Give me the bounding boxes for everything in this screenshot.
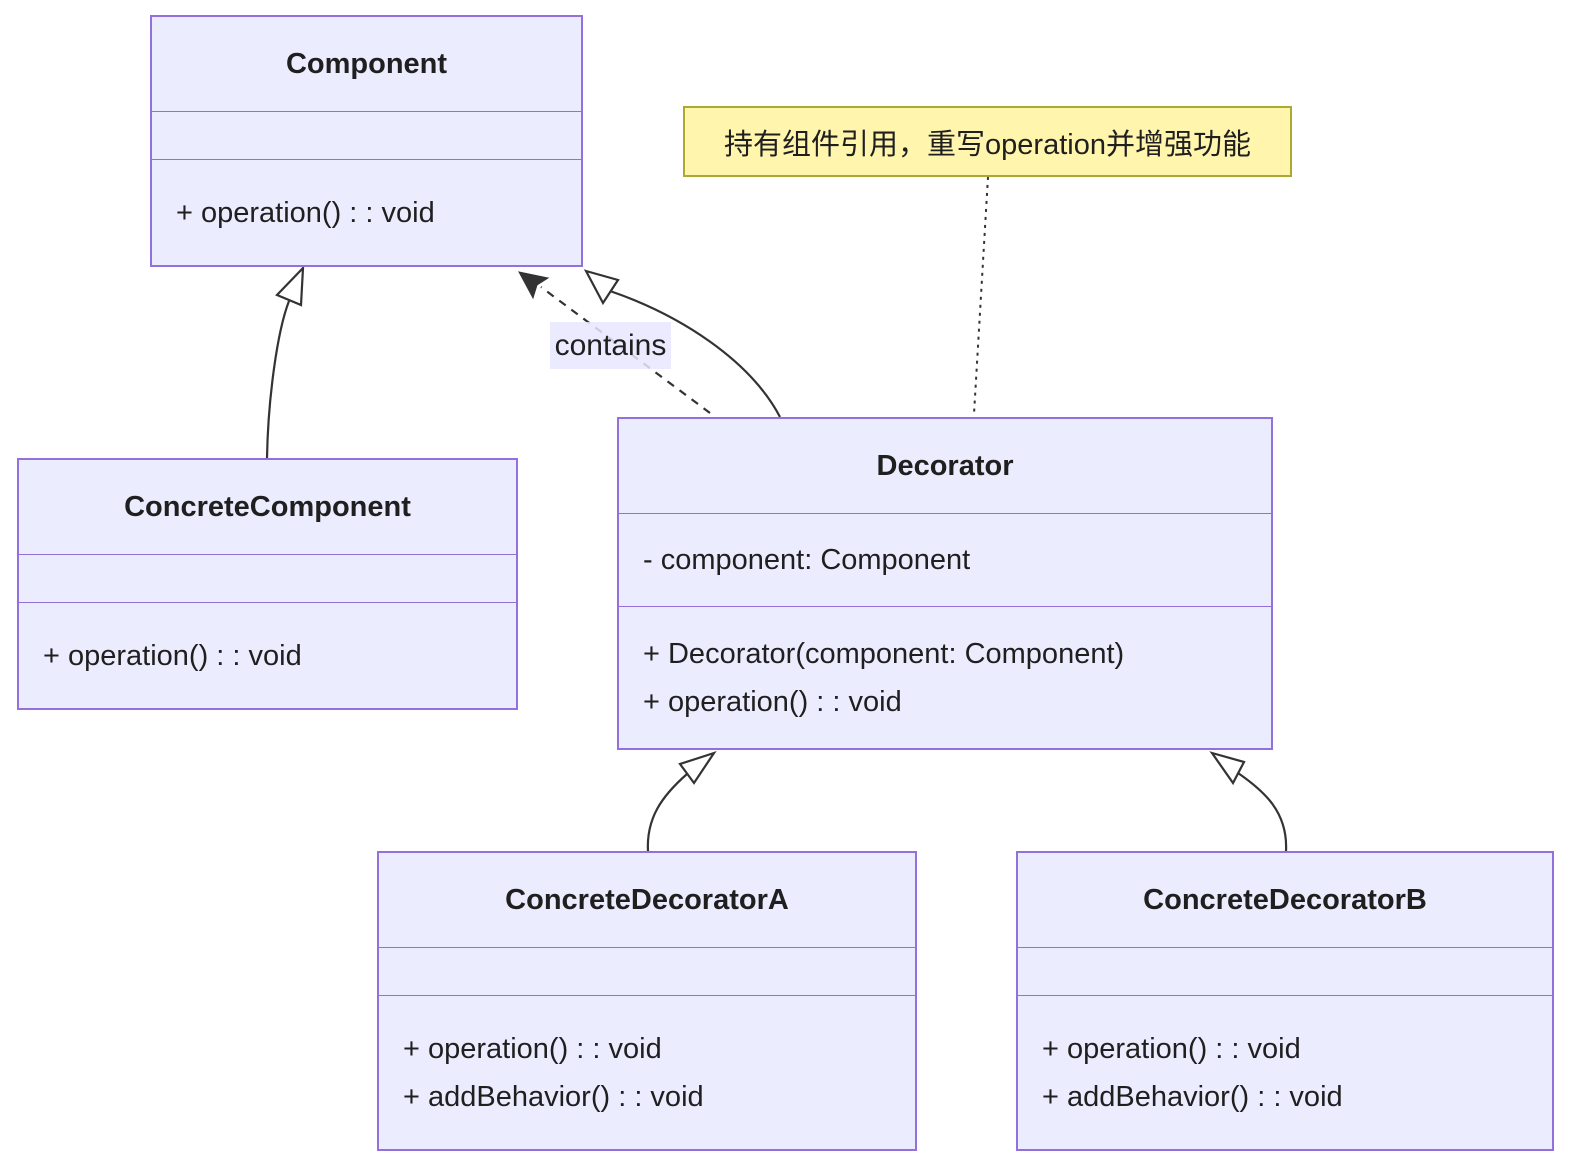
class-attributes-empty bbox=[152, 111, 581, 159]
class-methods: + operation() : : void bbox=[19, 602, 516, 708]
note: 持有组件引用，重写operation并增强功能 bbox=[683, 106, 1292, 177]
arrowhead-icon bbox=[518, 271, 550, 300]
inheritance-line bbox=[609, 289, 781, 418]
class-box-concretedecoratora: ConcreteDecoratorA + operation() : : voi… bbox=[377, 851, 917, 1151]
class-method: + operation() : : void bbox=[176, 196, 435, 229]
class-attributes-empty bbox=[1018, 947, 1552, 995]
class-attributes-empty bbox=[379, 947, 915, 995]
class-box-concretedecoratorb: ConcreteDecoratorB + operation() : : voi… bbox=[1016, 851, 1554, 1151]
note-dotted-line bbox=[973, 176, 989, 415]
edge-concretedecoratora-extends-decorator bbox=[646, 750, 717, 853]
class-attributes: - component: Component bbox=[619, 513, 1271, 606]
inheritance-triangle-icon bbox=[583, 269, 620, 306]
class-attributes-empty bbox=[19, 554, 516, 602]
class-box-decorator: Decorator - component: Component + Decor… bbox=[617, 417, 1273, 750]
class-title: Decorator bbox=[876, 449, 1014, 482]
class-title: ConcreteComponent bbox=[124, 490, 411, 523]
class-box-component: Component + operation() : : void bbox=[150, 15, 583, 267]
edge-decorator-extends-component bbox=[583, 269, 781, 418]
class-methods: + Decorator(component: Component) + oper… bbox=[619, 606, 1271, 748]
edge-concretedecoratorb-extends-decorator bbox=[1209, 751, 1288, 852]
class-methods: + operation() : : void + addBehavior() :… bbox=[379, 995, 915, 1149]
edge-concretecomponent-extends-component bbox=[265, 265, 305, 459]
inheritance-line bbox=[265, 300, 291, 459]
edge-note-attachment bbox=[973, 176, 989, 415]
class-title: Component bbox=[285, 47, 448, 80]
class-title: ConcreteDecoratorA bbox=[505, 883, 789, 916]
inheritance-line bbox=[1237, 772, 1288, 852]
class-method: + Decorator(component: Component) bbox=[643, 637, 1125, 670]
class-method: + addBehavior() : : void bbox=[1042, 1080, 1343, 1113]
class-method: + addBehavior() : : void bbox=[403, 1080, 704, 1113]
class-method: + operation() : : void bbox=[403, 1032, 662, 1065]
class-method: + operation() : : void bbox=[1042, 1032, 1301, 1065]
inheritance-triangle-icon bbox=[678, 750, 717, 785]
inheritance-triangle-icon bbox=[275, 265, 305, 307]
class-method: + operation() : : void bbox=[643, 685, 902, 718]
class-box-concretecomponent: ConcreteComponent + operation() : : void bbox=[17, 458, 518, 710]
inheritance-triangle-icon bbox=[1209, 751, 1246, 786]
class-title: ConcreteDecoratorB bbox=[1143, 883, 1427, 916]
edge-label-contains: contains bbox=[550, 322, 671, 369]
class-method: + operation() : : void bbox=[43, 639, 302, 672]
class-attribute: - component: Component bbox=[643, 544, 971, 576]
class-methods: + operation() : : void bbox=[152, 159, 581, 265]
class-methods: + operation() : : void + addBehavior() :… bbox=[1018, 995, 1552, 1149]
inheritance-line bbox=[646, 773, 688, 853]
